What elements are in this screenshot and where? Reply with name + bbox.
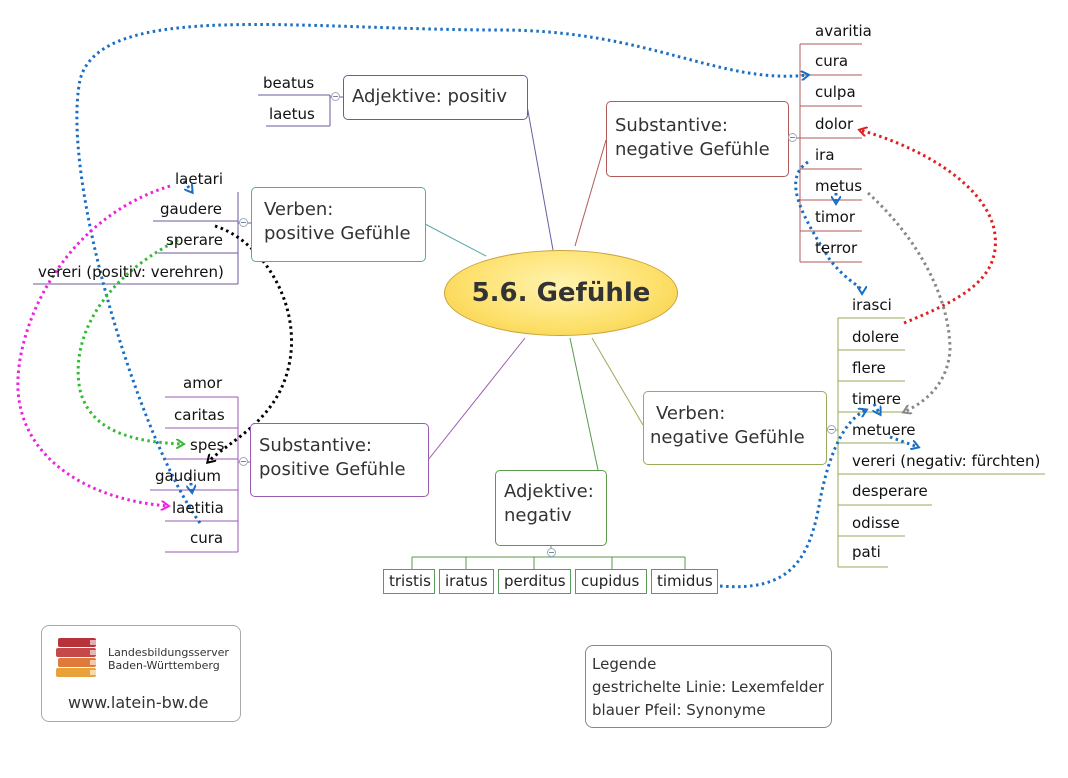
arrow-gaudere-gaudium	[208, 224, 293, 462]
branch-substantive-positive[interactable]: Substantive: positive Gefühle	[250, 423, 429, 497]
legend-line-1: gestrichelte Linie: Lexemfelder	[592, 678, 824, 696]
verb-pos-branch-lines	[33, 192, 251, 285]
item-iratus[interactable]: iratus	[439, 569, 494, 594]
item-desperare[interactable]: desperare	[852, 482, 928, 500]
collapse-toggle-verb-neg[interactable]	[827, 425, 836, 434]
branch-adjektive-positiv[interactable]: Adjektive: positiv	[343, 75, 528, 120]
branch-verben-negative[interactable]: Verben: negative Gefühle	[643, 391, 827, 465]
arrow-gaudium-laetitia	[190, 476, 192, 492]
item-timere[interactable]: timere	[852, 390, 901, 408]
arrow-dolere-dolor	[860, 130, 997, 325]
branch-adjektive-positiv-label: Adjektive: positiv	[352, 86, 508, 107]
collapse-toggle-subst-neg[interactable]	[788, 133, 797, 142]
logo-line-2: Baden-Württemberg	[108, 659, 220, 672]
legend-line-2: blauer Pfeil: Synonyme	[592, 701, 766, 719]
item-irasci[interactable]: irasci	[852, 296, 892, 314]
branch-adjektive-negativ-label-2: negativ	[504, 505, 572, 526]
item-laetari[interactable]: laetari	[175, 170, 223, 188]
logo-line-1: Landesbildungsserver	[108, 646, 229, 659]
item-timor[interactable]: timor	[815, 208, 856, 226]
item-caritas[interactable]: caritas	[174, 406, 225, 424]
item-metus[interactable]: metus	[815, 177, 863, 195]
arrow-laetari-gaudere	[182, 180, 192, 192]
item-sperare[interactable]: sperare	[166, 231, 223, 249]
item-perditus[interactable]: perditus	[498, 569, 571, 594]
item-cura-negative[interactable]: cura	[815, 52, 849, 70]
item-beatus[interactable]: beatus	[263, 74, 315, 92]
item-tristis[interactable]: tristis	[383, 569, 435, 594]
branch-verben-negative-label-1: Verben:	[656, 403, 726, 424]
item-flere[interactable]: flere	[852, 359, 886, 377]
item-odisse[interactable]: odisse	[852, 514, 900, 532]
arrow-timidus-timere	[719, 410, 866, 589]
item-laetitia[interactable]: laetitia	[172, 499, 224, 517]
branch-substantive-negative-label-2: negative Gefühle	[615, 139, 770, 160]
branch-verben-negative-label-2: negative Gefühle	[650, 427, 805, 448]
arrow-laetari-laetitia	[16, 184, 170, 506]
adj-pos-branch-lines	[258, 94, 343, 127]
legend-box: Legende gestrichelte Linie: Lexemfelder …	[585, 645, 832, 728]
central-topic-label: 5.6. Gefühle	[471, 278, 651, 308]
item-vereri-negativ[interactable]: vereri (negativ: fürchten)	[852, 452, 1041, 470]
branch-adjektive-negativ-label-1: Adjektive:	[504, 481, 594, 502]
center-spokes	[424, 99, 644, 471]
item-vereri-positiv[interactable]: vereri (positiv: verehren)	[38, 263, 224, 281]
branch-substantive-negative[interactable]: Substantive: negative Gefühle	[606, 101, 789, 177]
branch-adjektive-negativ[interactable]: Adjektive: negativ	[495, 470, 607, 546]
item-dolere[interactable]: dolere	[852, 328, 900, 346]
relation-arrows	[16, 22, 997, 589]
branch-verben-positive-label-2: positive Gefühle	[264, 223, 411, 244]
branch-verben-positive-label-1: Verben:	[264, 199, 334, 220]
item-gaudere[interactable]: gaudere	[160, 200, 223, 218]
item-metuere[interactable]: metuere	[852, 421, 916, 439]
item-gaudium[interactable]: gaudium	[155, 467, 222, 485]
item-cupidus[interactable]: cupidus	[575, 569, 647, 594]
logo-url[interactable]: www.latein-bw.de	[68, 693, 209, 712]
central-topic[interactable]: 5.6. Gefühle	[444, 250, 678, 336]
collapse-toggle-adj-neg[interactable]	[547, 548, 556, 557]
branch-verben-positive[interactable]: Verben: positive Gefühle	[251, 187, 426, 262]
collapse-toggle-verb-pos[interactable]	[239, 218, 248, 227]
branch-substantive-positive-label-1: Substantive:	[259, 435, 372, 456]
collapse-toggle-subst-pos[interactable]	[239, 457, 248, 466]
legend-title: Legende	[592, 655, 657, 673]
item-ira[interactable]: ira	[815, 146, 835, 164]
arrow-metuere-vereri	[889, 435, 918, 447]
item-terror[interactable]: terror	[815, 239, 858, 257]
item-avaritia[interactable]: avaritia	[815, 22, 872, 40]
arrow-timere-metuere	[874, 403, 880, 414]
item-timidus[interactable]: timidus	[651, 569, 718, 594]
item-culpa[interactable]: culpa	[815, 83, 856, 101]
branch-substantive-negative-label-1: Substantive:	[615, 115, 728, 136]
collapse-toggle-adj-pos[interactable]	[331, 92, 340, 101]
books-logo-icon	[56, 638, 96, 677]
item-cura-positive[interactable]: cura	[190, 529, 224, 547]
arrow-sperare-spes	[76, 238, 183, 444]
item-laetus[interactable]: laetus	[269, 105, 315, 123]
branch-substantive-positive-label-2: positive Gefühle	[259, 459, 406, 480]
logo-box[interactable]: Landesbildungsserver Baden-Württemberg w…	[41, 625, 241, 722]
item-pati[interactable]: pati	[852, 543, 881, 561]
item-amor[interactable]: amor	[183, 374, 223, 392]
item-spes[interactable]: spes	[190, 436, 225, 454]
item-dolor[interactable]: dolor	[815, 115, 854, 133]
